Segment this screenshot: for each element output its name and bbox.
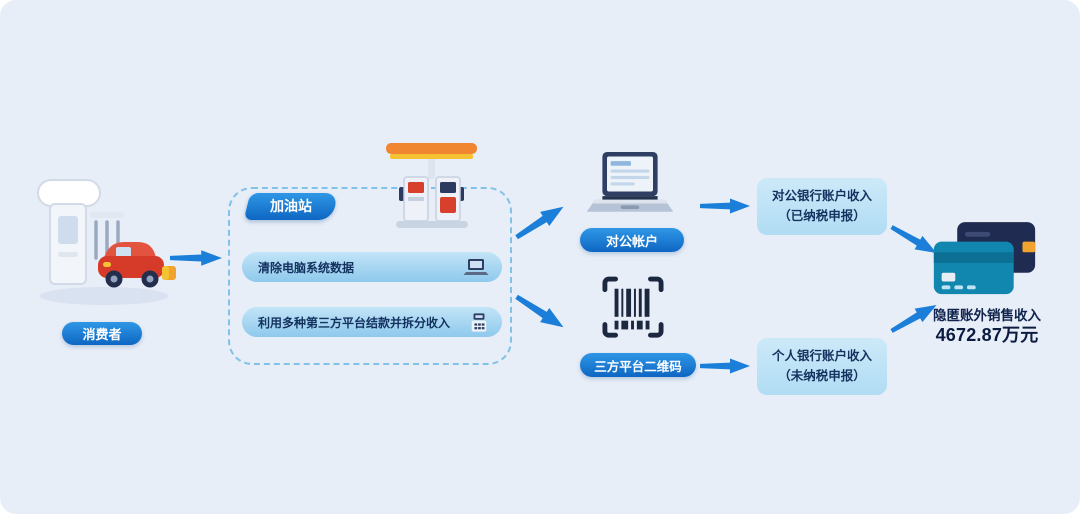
third-party-qr-text: 三方平台二维码 bbox=[594, 359, 682, 374]
consumer-label-text: 消费者 bbox=[82, 327, 122, 342]
corporate-income-line1: 对公银行账户收入 bbox=[771, 189, 872, 204]
qr-code-icon bbox=[602, 276, 664, 338]
gas-station-box bbox=[228, 187, 512, 365]
corporate-account-label: 对公帐户 bbox=[580, 228, 684, 252]
laptop-mini-icon bbox=[463, 259, 489, 275]
gas-station-gate-illustration bbox=[37, 179, 176, 305]
arrow-up-right-icon bbox=[510, 197, 570, 248]
hidden-income-title: 隐匿账外销售收入 bbox=[933, 308, 1041, 323]
corporate-income-line2: （已纳税申报） bbox=[778, 208, 866, 223]
station-step-1: 清除电脑系统数据 bbox=[242, 252, 502, 282]
arrow-up-right-icon bbox=[885, 295, 942, 342]
station-step-1-label: 清除电脑系统数据 bbox=[258, 260, 355, 275]
station-step-2: 利用多种第三方平台结款并拆分收入 bbox=[242, 307, 502, 337]
personal-income-line2: （未纳税申报） bbox=[778, 368, 866, 383]
arrow-down-right-icon bbox=[510, 287, 570, 338]
station-title-tab: 加油站 bbox=[247, 193, 335, 220]
hidden-income-amount: 4672.87万元 bbox=[935, 325, 1039, 345]
arrow-right-icon bbox=[170, 246, 222, 270]
corporate-account-text: 对公帐户 bbox=[605, 233, 658, 249]
station-title-text: 加油站 bbox=[270, 198, 312, 214]
fuel-pump-illustration bbox=[386, 143, 477, 228]
arrow-down-right-icon bbox=[885, 217, 942, 264]
corporate-income-box: 对公银行账户收入 （已纳税申报） bbox=[757, 178, 887, 235]
arrow-right-icon bbox=[700, 194, 750, 218]
bank-cards-illustration bbox=[933, 222, 1036, 295]
third-party-qr-label: 三方平台二维码 bbox=[580, 353, 696, 377]
personal-income-line1: 个人银行账户收入 bbox=[771, 349, 872, 364]
arrow-right-icon bbox=[700, 354, 750, 378]
consumer-label: 消费者 bbox=[62, 322, 142, 345]
personal-income-box: 个人银行账户收入 （未纳税申报） bbox=[757, 338, 887, 395]
laptop-illustration bbox=[586, 151, 674, 212]
pos-terminal-icon bbox=[471, 312, 487, 332]
station-step-2-label: 利用多种第三方平台结款并拆分收入 bbox=[258, 315, 451, 330]
